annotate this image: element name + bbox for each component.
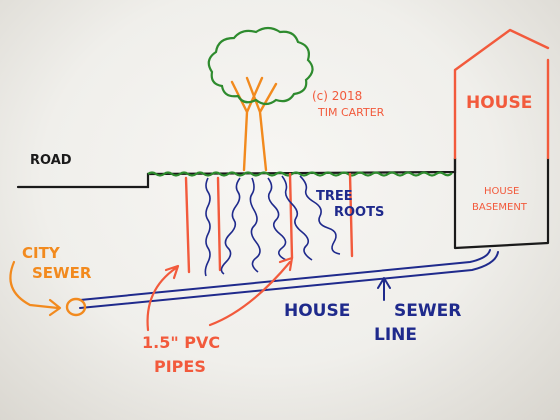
pvc-label-2: PIPES: [154, 357, 206, 376]
tree-root: [204, 177, 211, 277]
sewer-line-arrow: [377, 277, 391, 301]
pvc-pipes: [184, 172, 354, 274]
city-sewer-label-1: CITY: [22, 244, 61, 262]
house-sewer-line: [79, 249, 499, 309]
tree-root: [299, 175, 341, 255]
tree-trunk: [230, 76, 278, 172]
house-outline: [453, 28, 550, 160]
pvc-pipe-1: [184, 176, 191, 274]
tree-roots-label-2: ROOTS: [334, 205, 384, 220]
tree-root: [281, 175, 313, 261]
tree-roots-label-1: TREE: [316, 189, 353, 204]
road-label: ROAD: [30, 153, 72, 168]
city-sewer-label-2: SEWER: [32, 264, 92, 282]
city-sewer-pipe: [65, 297, 87, 317]
pvc-arrow-right: [208, 256, 294, 327]
tree-roots: [204, 175, 341, 277]
tree-root: [267, 177, 287, 261]
house-sewer-label-1: HOUSE: [284, 301, 350, 321]
pvc-pipe-2: [216, 176, 222, 272]
pvc-pipe-4: [348, 172, 354, 258]
author-label: TIM CARTER: [317, 106, 385, 119]
pvc-pipe-3: [288, 172, 294, 260]
city-sewer-arrow: [9, 260, 62, 317]
house-basement-outline: [453, 158, 550, 250]
house-label: HOUSE: [466, 93, 532, 113]
house-basement-label-2: BASEMENT: [472, 202, 528, 213]
tree-canopy: [207, 26, 314, 106]
house-basement-label-1: HOUSE: [484, 186, 519, 197]
pvc-arrow-left: [146, 264, 180, 332]
house-sewer-label-3: LINE: [374, 325, 417, 345]
pvc-label-1: 1.5" PVC: [142, 333, 220, 352]
house-sewer-label-2: SEWER: [394, 301, 461, 321]
tree-root: [220, 177, 241, 275]
tree-root: [249, 177, 261, 273]
grass-line: [147, 171, 453, 177]
copyright-label: (c) 2018: [312, 89, 362, 103]
